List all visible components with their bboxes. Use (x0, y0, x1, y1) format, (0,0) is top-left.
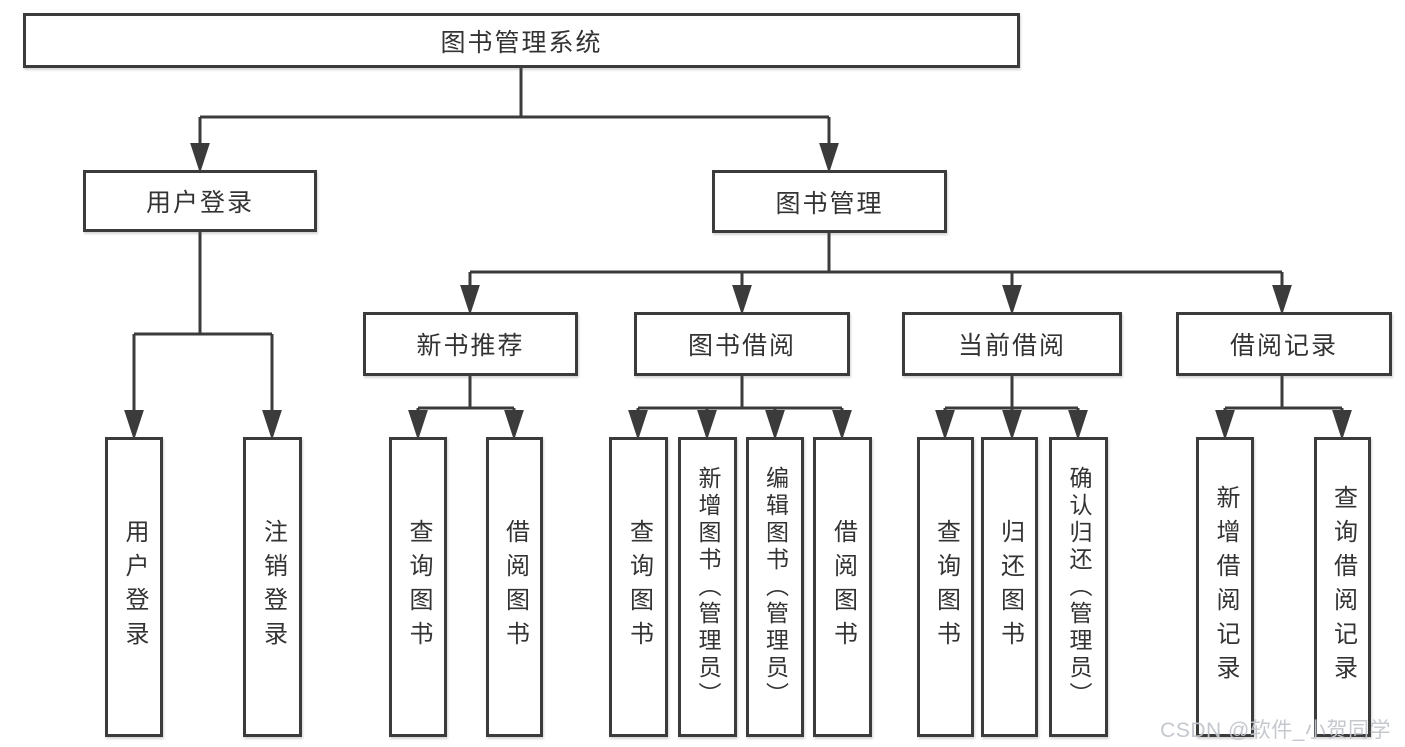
leaf-return-books: 归还图书 (981, 437, 1038, 737)
leaf-confirm-return-admin: 确认归还（管理员） (1049, 437, 1108, 737)
leaf-borrow-books-1-label: 借阅图书 (501, 519, 529, 655)
node-user-login-label: 用户登录 (145, 189, 254, 217)
node-book-management-label: 图书管理 (775, 189, 884, 218)
watermark-text: CSDN @软件_小贺同学 (1160, 719, 1391, 742)
leaf-query-books-3-label: 查询图书 (932, 519, 960, 655)
node-new-book-recommend-label: 新书推荐 (416, 332, 525, 360)
leaf-user-login: 用户登录 (105, 437, 163, 737)
connector-borrow-records-children (1215, 376, 1352, 441)
connector-book-management-children (460, 233, 1292, 316)
leaf-query-books-3: 查询图书 (917, 437, 974, 737)
node-new-book-recommend: 新书推荐 (363, 312, 578, 376)
leaf-query-books-2-label: 查询图书 (625, 519, 653, 655)
node-book-borrow-label: 图书借阅 (687, 332, 796, 360)
node-current-borrow: 当前借阅 (902, 312, 1122, 376)
node-user-login: 用户登录 (83, 170, 317, 232)
leaf-logout-label: 注销登录 (259, 519, 287, 655)
leaf-logout: 注销登录 (243, 437, 302, 737)
leaf-query-books-1: 查询图书 (389, 437, 447, 737)
leaf-add-books-admin-label: 新增图书（管理员） (695, 465, 721, 709)
leaf-query-books-2: 查询图书 (609, 437, 668, 737)
node-current-borrow-label: 当前借阅 (957, 332, 1066, 360)
leaf-add-borrow-record: 新增借阅记录 (1196, 437, 1254, 737)
connector-root-to-level2 (190, 68, 839, 174)
leaf-confirm-return-admin-label: 确认归还（管理员） (1066, 465, 1092, 709)
leaf-borrow-books-1: 借阅图书 (486, 437, 543, 737)
leaf-add-books-admin: 新增图书（管理员） (678, 437, 737, 737)
node-borrow-records: 借阅记录 (1176, 312, 1392, 376)
connector-new-book-children (408, 376, 524, 441)
leaf-query-borrow-record: 查询借阅记录 (1314, 437, 1371, 737)
leaf-edit-books-admin: 编辑图书（管理员） (746, 437, 804, 737)
node-book-management: 图书管理 (712, 170, 947, 233)
leaf-query-borrow-record-label: 查询借阅记录 (1329, 485, 1357, 689)
leaf-user-login-label: 用户登录 (121, 519, 148, 655)
node-book-borrow: 图书借阅 (634, 312, 850, 376)
connector-user-login-children (124, 232, 282, 441)
connector-book-borrow-children (628, 376, 852, 441)
leaf-borrow-books-2-label: 借阅图书 (829, 519, 857, 655)
leaf-return-books-label: 归还图书 (996, 519, 1024, 655)
leaf-query-books-1-label: 查询图书 (405, 519, 432, 655)
leaf-edit-books-admin-label: 编辑图书（管理员） (762, 465, 789, 709)
connector-current-borrow-children (935, 376, 1088, 441)
node-root-label: 图书管理系统 (440, 28, 603, 57)
leaf-add-borrow-record-label: 新增借阅记录 (1212, 485, 1239, 689)
leaf-borrow-books-2: 借阅图书 (813, 437, 872, 737)
node-root: 图书管理系统 (23, 13, 1020, 68)
node-borrow-records-label: 借阅记录 (1229, 332, 1338, 360)
